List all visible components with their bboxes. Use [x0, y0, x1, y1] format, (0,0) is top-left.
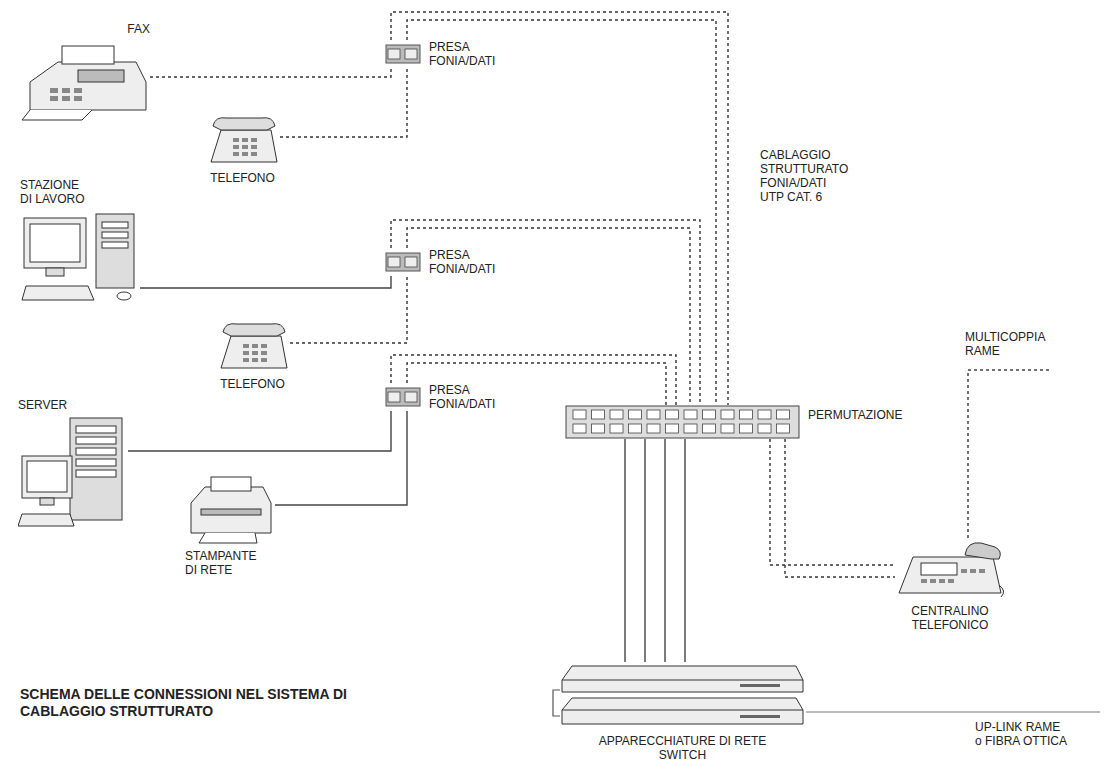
fax-device: FAX [20, 22, 150, 125]
node-label: STAZIONE DI LAVORO [20, 178, 92, 206]
node-label: TELEFONO [220, 377, 285, 391]
multicoppia-wire [968, 370, 1050, 538]
wall-socket: PRESA FONIA/DATI [385, 383, 495, 411]
presa-icon [385, 387, 421, 407]
note-label: MULTICOPPIA RAME [965, 330, 1045, 358]
voice-data-cable [391, 12, 728, 405]
fax-icon [20, 40, 150, 125]
network-printer: STAMPANTE DI RETE [185, 475, 275, 577]
voice-data-cable [280, 68, 407, 137]
data-cable [624, 439, 625, 662]
phone-exchange: CENTRALINO TELEFONICO [895, 535, 1005, 632]
phone-icon [205, 112, 280, 167]
voice-data-cable [391, 220, 700, 405]
switch-link [553, 690, 560, 716]
server: SERVER [18, 398, 128, 531]
node-label: TELEFONO [210, 171, 275, 185]
diagram-title: SCHEMA DELLE CONNESSIONI NEL SISTEMA DI … [20, 686, 400, 720]
voice-data-cable [150, 68, 391, 77]
wall-socket: PRESA FONIA/DATI [385, 40, 495, 68]
node-label: CENTRALINO TELEFONICO [911, 604, 988, 632]
sw-icon [560, 662, 805, 730]
telephone: TELEFONO [215, 318, 290, 391]
data-cable [128, 411, 391, 451]
node-label: PRESA FONIA/DATI [429, 40, 495, 68]
voice-data-cable [290, 276, 407, 343]
node-label: PERMUTAZIONE [808, 405, 902, 422]
note-label: CABLAGGIO STRUTTURATO FONIA/DATI UTP CAT… [760, 148, 852, 204]
data-cable [275, 411, 407, 505]
wall-socket: PRESA FONIA/DATI [385, 248, 495, 276]
data-cable [644, 439, 645, 662]
data-cable [684, 439, 685, 662]
network-switch: APPARECCHIATURE DI RETE SWITCH [560, 662, 805, 762]
node-label: STAMPANTE DI RETE [185, 549, 265, 577]
data-cable [664, 439, 665, 662]
node-label: SERVER [18, 398, 67, 412]
voice-data-cable [785, 439, 895, 577]
voice-data-cable [407, 228, 690, 405]
work-icon [20, 210, 140, 305]
panel-icon [565, 405, 800, 439]
node-label: PRESA FONIA/DATI [429, 383, 495, 411]
node-label: PRESA FONIA/DATI [429, 248, 495, 276]
node-label: FAX [127, 22, 150, 36]
data-cable [140, 276, 391, 288]
workstation: STAZIONE DI LAVORO [20, 178, 140, 305]
server-icon [18, 416, 128, 531]
presa-icon [385, 252, 421, 272]
phone-icon [215, 318, 290, 373]
uplink-line [806, 711, 1100, 712]
patch-panel: PERMUTAZIONE [565, 405, 902, 439]
note-label: UP-LINK RAME o FIBRA OTTICA [975, 720, 1067, 748]
telephone: TELEFONO [205, 112, 280, 185]
voice-data-cable [407, 20, 716, 405]
node-label: APPARECCHIATURE DI RETE SWITCH [588, 734, 778, 762]
central-icon [895, 535, 1005, 600]
presa-icon [385, 44, 421, 64]
voice-data-cable [770, 439, 895, 565]
printer-icon [185, 475, 275, 545]
